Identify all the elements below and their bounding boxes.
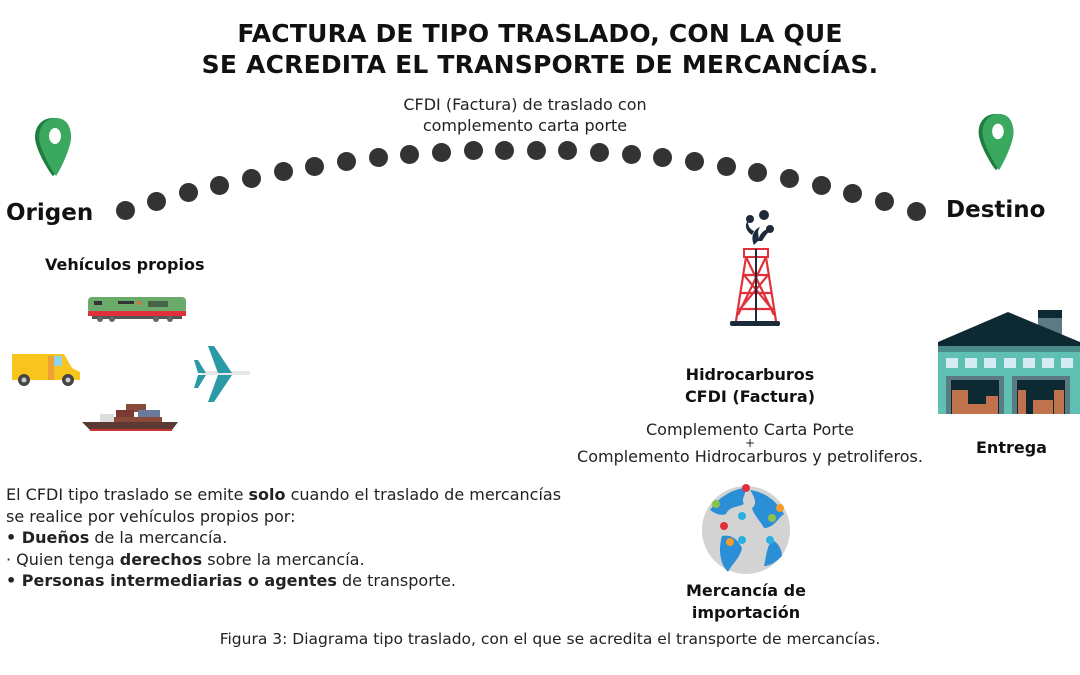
route-dot [400,145,420,165]
route-dot [748,162,768,182]
bullet-marker: · Quien tenga [6,549,120,569]
hydrocarbons-label: Hidrocarburos CFDI (Factura) [650,364,850,408]
bullet-marker: • [6,528,22,547]
title-line-1: FACTURA DE TIPO TRASLADO, CON LA QUE [237,19,843,48]
globe-icon [702,484,790,574]
hydrocarbons-line-1: Hidrocarburos [685,365,815,384]
intro-text: El CFDI tipo traslado se emite [6,485,249,504]
train-icon [88,297,186,322]
warehouse-icon [938,310,1080,414]
route-label-line-1: CFDI (Factura) de traslado con [403,95,647,114]
bullet-item: • Personas intermediarias o agentes de t… [6,570,646,592]
route-dot [906,201,926,221]
origin-label: Origen [6,200,94,226]
bullet-item: · Quien tenga derechos sobre la mercancí… [6,549,646,571]
route-dot [431,142,451,162]
plus-sign: + [744,436,756,450]
route-dot [242,168,262,188]
airplane-icon [194,346,251,402]
route-dot [716,157,736,177]
route-dot [874,192,894,212]
route-dot [811,175,831,195]
map-pin-icon [978,113,1014,171]
bullet-bold: Personas intermediarias o agentes [21,571,337,590]
route-dot [590,142,610,162]
import-line-1: Mercancía de [686,581,806,600]
route-dot [336,152,356,172]
bullet-text: de transporte. [336,571,456,590]
route-dot [305,156,325,176]
bullet-text: de la mercancía. [89,528,228,547]
route-dot [779,168,799,188]
van-icon [12,354,80,386]
bullet-marker: • [6,571,22,590]
route-dot [115,201,135,221]
route-dot [558,141,578,161]
route-label: CFDI (Factura) de traslado con complemen… [340,94,710,136]
route-label-line-2: complemento carta porte [422,116,628,135]
title-line-2: SE ACREDITA EL TRANSPORTE DE MERCANCÍAS. [201,50,879,79]
oil-derrick-icon [730,210,780,326]
bullet-bold: derechos [119,549,203,569]
complements-text: Complemento Carta Porte + Complemento Hi… [540,420,960,468]
bullet-text: sobre la mercancía. [202,549,365,569]
vehicles-label: Vehículos propios [45,255,205,274]
route-dot [495,140,515,160]
complement-hidrocarburos: Complemento Hidrocarburos y petroliferos… [577,447,923,466]
route-dot [843,183,863,203]
route-dot [621,145,641,165]
map-pin-icon [35,118,71,176]
explanation-text: El CFDI tipo traslado se emite solo cuan… [6,484,646,592]
explanation-intro: El CFDI tipo traslado se emite solo cuan… [6,484,646,506]
destination-label: Destino [946,197,1046,223]
bullet-item: • Dueños de la mercancía. [6,527,646,549]
page-title: FACTURA DE TIPO TRASLADO, CON LA QUE SE … [0,18,1080,80]
explanation-intro-2: se realice por vehículos propios por: [6,506,296,526]
route-dot [147,191,167,211]
intro-text-2: cuando el traslado de mercancías [285,485,562,504]
bullet-bold: Dueños [21,528,90,547]
route-dot [273,162,293,182]
route-dot [653,148,673,168]
intro-bold: solo [248,485,286,504]
hydrocarbons-line-2: CFDI (Factura) [684,387,816,406]
route-dot [210,175,230,195]
figure-caption: Figura 3: Diagrama tipo traslado, con el… [219,630,881,648]
delivery-label: Entrega [976,438,1047,457]
import-line-2: importación [691,603,801,622]
ship-icon [82,404,178,431]
import-label: Mercancía de importación [646,580,846,624]
route-dot [685,152,705,172]
route-dot [463,141,483,161]
route-dot [368,148,388,168]
complement-carta-porte: Complemento Carta Porte [646,420,854,439]
route-dot [526,140,546,160]
route-dot [178,183,198,203]
